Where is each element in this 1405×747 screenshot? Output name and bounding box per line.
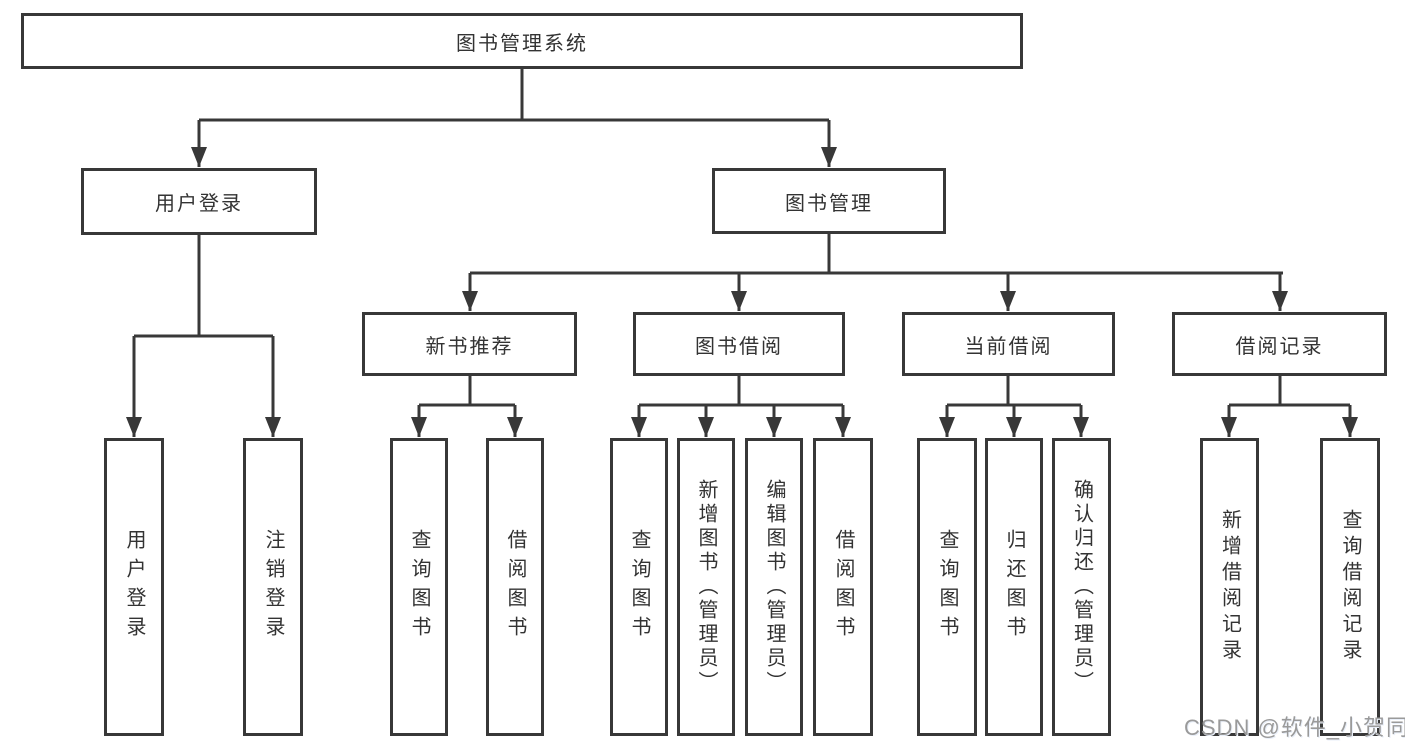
node-current-borrow-label: 当前借阅	[964, 335, 1053, 358]
leaf-add-borrow-record-label: 新增借阅记录	[1218, 509, 1241, 665]
node-book-borrow-label: 图书借阅	[695, 335, 783, 358]
node-user-login-label: 用户登录	[155, 193, 243, 215]
leaf-edit-books-label: 编辑图书（管理员）	[763, 479, 785, 695]
node-user-login: 用户登录	[81, 168, 317, 235]
node-book-mgmt: 图书管理	[712, 168, 946, 234]
leaf-confirm-return: 确认归还（管理员）	[1052, 438, 1111, 736]
node-new-books-label: 新书推荐	[425, 335, 514, 358]
leaf-user-login: 用户登录	[104, 438, 164, 736]
connector-book-mgmt	[462, 234, 1288, 311]
leaf-query-books-current-label: 查询图书	[936, 529, 958, 645]
leaf-borrow-books-borrow-label: 借阅图书	[832, 529, 854, 645]
leaf-query-borrow-record-label: 查询借阅记录	[1339, 509, 1361, 665]
leaf-logout-label: 注销登录	[262, 529, 284, 645]
leaf-edit-books: 编辑图书（管理员）	[745, 438, 803, 736]
watermark-text: CSDN @软件_小贺同学	[1184, 715, 1405, 740]
connector-user-login	[126, 234, 281, 437]
leaf-query-borrow-record: 查询借阅记录	[1320, 438, 1380, 736]
leaf-return-books: 归还图书	[985, 438, 1043, 736]
leaf-borrow-books-borrow: 借阅图书	[813, 438, 873, 736]
leaf-borrow-books-new-label: 借阅图书	[504, 529, 526, 645]
leaf-return-books-label: 归还图书	[1003, 529, 1025, 645]
leaf-logout: 注销登录	[243, 438, 303, 736]
leaf-user-login-label: 用户登录	[123, 529, 145, 645]
node-current-borrow: 当前借阅	[902, 312, 1115, 376]
leaf-query-books-borrow: 查询图书	[610, 438, 668, 736]
node-root: 图书管理系统	[21, 13, 1023, 69]
connector-book-borrow	[631, 376, 851, 437]
connector-current-borrow	[939, 376, 1089, 437]
leaf-query-books-new-label: 查询图书	[408, 529, 430, 645]
leaf-query-books-borrow-label: 查询图书	[628, 529, 650, 645]
leaf-query-books-new: 查询图书	[390, 438, 448, 736]
node-book-borrow: 图书借阅	[633, 312, 845, 376]
node-book-mgmt-label: 图书管理	[785, 192, 873, 215]
node-borrow-records-label: 借阅记录	[1235, 335, 1324, 358]
leaf-borrow-books-new: 借阅图书	[486, 438, 544, 736]
connector-root	[191, 68, 837, 167]
connector-new-books	[411, 376, 523, 437]
leaf-add-books-label: 新增图书（管理员）	[695, 479, 717, 695]
node-root-label: 图书管理系统	[456, 32, 588, 55]
node-new-books: 新书推荐	[362, 312, 577, 376]
leaf-query-books-current: 查询图书	[917, 438, 977, 736]
leaf-confirm-return-label: 确认归还（管理员）	[1070, 479, 1093, 695]
leaf-add-borrow-record: 新增借阅记录	[1200, 438, 1259, 736]
connector-borrow-records	[1221, 376, 1358, 437]
leaf-add-books: 新增图书（管理员）	[677, 438, 735, 736]
node-borrow-records: 借阅记录	[1172, 312, 1387, 376]
